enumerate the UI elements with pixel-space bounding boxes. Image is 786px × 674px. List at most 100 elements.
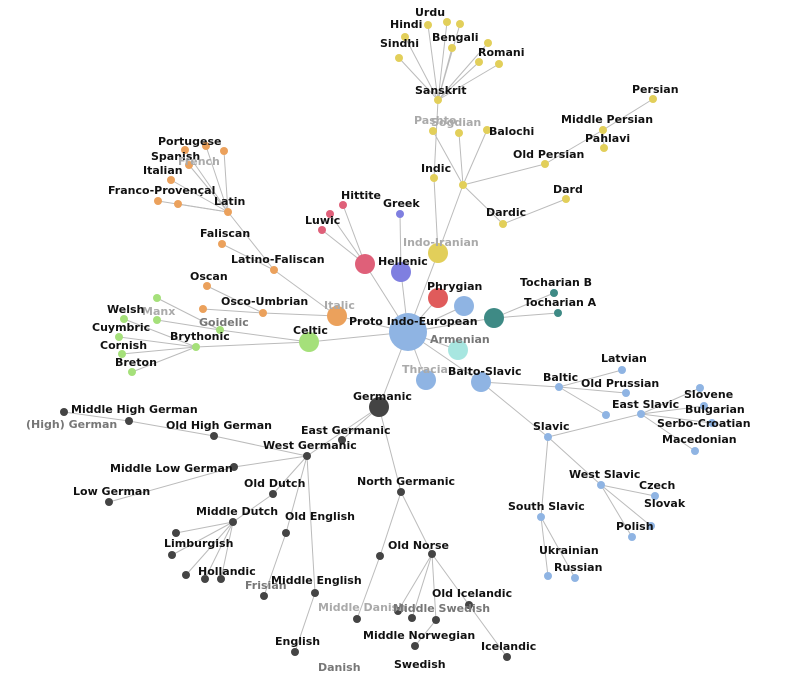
node-skt_a[interactable]: [443, 18, 451, 26]
node-germanic[interactable]: [369, 397, 389, 417]
node-russian[interactable]: [571, 574, 579, 582]
node-eastgermanic[interactable]: [338, 436, 346, 444]
node-portugese[interactable]: [181, 146, 189, 154]
node-skt_d[interactable]: [495, 60, 503, 68]
node-persian[interactable]: [649, 95, 657, 103]
node-middlelowgerman[interactable]: [230, 463, 238, 471]
node-middlehighgerman[interactable]: [125, 417, 133, 425]
node-francoprovencal[interactable]: [174, 200, 182, 208]
node-polish[interactable]: [628, 533, 636, 541]
node-thracian[interactable]: [416, 370, 436, 390]
node-hittite[interactable]: [339, 201, 347, 209]
node-tocharian[interactable]: [484, 308, 504, 328]
node-lowgerman[interactable]: [105, 498, 113, 506]
node-middlepersian[interactable]: [599, 126, 607, 134]
node-icelandic[interactable]: [503, 653, 511, 661]
node-armenian[interactable]: [448, 340, 468, 360]
node-pahlavi[interactable]: [600, 144, 608, 152]
node-french[interactable]: [202, 142, 210, 150]
node-tocharianb[interactable]: [550, 289, 558, 297]
node-manx[interactable]: [153, 316, 161, 324]
node-gaelic[interactable]: [153, 294, 161, 302]
node-goidelic[interactable]: [216, 326, 224, 334]
node-latinofaliscan[interactable]: [270, 266, 278, 274]
node-balochi[interactable]: [483, 126, 491, 134]
node-eastslavic[interactable]: [637, 410, 645, 418]
node-lat_b[interactable]: [154, 197, 162, 205]
node-italian[interactable]: [167, 176, 175, 184]
node-danish[interactable]: [353, 615, 361, 623]
node-italic[interactable]: [327, 306, 347, 326]
node-anatolian[interactable]: [355, 254, 375, 274]
node-bulgarian[interactable]: [700, 402, 708, 410]
node-lat_a[interactable]: [220, 147, 228, 155]
node-urdu[interactable]: [424, 21, 432, 29]
node-dard[interactable]: [562, 195, 570, 203]
node-breton[interactable]: [128, 368, 136, 376]
node-oldhighgerman[interactable]: [210, 432, 218, 440]
node-phrygian[interactable]: [428, 288, 448, 308]
node-slovene[interactable]: [696, 384, 704, 392]
node-olddutch[interactable]: [269, 490, 277, 498]
node-celtic[interactable]: [299, 332, 319, 352]
node-romani[interactable]: [475, 58, 483, 66]
node-pie2[interactable]: [454, 296, 474, 316]
node-md_b[interactable]: [182, 571, 190, 579]
node-md_c[interactable]: [217, 575, 225, 583]
node-oscan[interactable]: [203, 282, 211, 290]
node-middleswedish[interactable]: [432, 616, 440, 624]
node-hellenic[interactable]: [391, 262, 411, 282]
node-dardic[interactable]: [499, 220, 507, 228]
node-sindhi[interactable]: [395, 54, 403, 62]
node-oldnorse[interactable]: [428, 550, 436, 558]
node-hindi[interactable]: [401, 33, 409, 41]
node-middledutch[interactable]: [229, 518, 237, 526]
node-umbrian[interactable]: [199, 305, 207, 313]
node-anat_a[interactable]: [318, 226, 326, 234]
node-slovak[interactable]: [647, 522, 655, 530]
node-highgerman[interactable]: [60, 408, 68, 416]
node-northgermanic[interactable]: [397, 488, 405, 496]
node-middlenorwegian[interactable]: [394, 607, 402, 615]
node-luwic[interactable]: [326, 210, 334, 218]
node-baltoslavic[interactable]: [471, 372, 491, 392]
node-westslavic[interactable]: [597, 481, 605, 489]
node-sogdian[interactable]: [455, 129, 463, 137]
node-sanskrit[interactable]: [434, 96, 442, 104]
node-norwegian[interactable]: [408, 614, 416, 622]
node-faliscan[interactable]: [218, 240, 226, 248]
node-skt_b[interactable]: [456, 20, 464, 28]
node-oscoumbrian[interactable]: [259, 309, 267, 317]
node-middledanish[interactable]: [376, 552, 384, 560]
node-indoiranian[interactable]: [428, 243, 448, 263]
node-oldicelandic[interactable]: [465, 601, 473, 609]
node-welsh[interactable]: [120, 315, 128, 323]
node-czech[interactable]: [651, 492, 659, 500]
node-oldprussian[interactable]: [622, 389, 630, 397]
node-toochariana[interactable]: [554, 309, 562, 317]
node-oldenglish[interactable]: [282, 529, 290, 537]
node-frisian[interactable]: [260, 592, 268, 600]
node-iranian[interactable]: [459, 181, 467, 189]
node-ukrainian[interactable]: [544, 572, 552, 580]
node-cuymbric[interactable]: [115, 333, 123, 341]
node-slavic[interactable]: [544, 433, 552, 441]
node-pashto[interactable]: [429, 127, 437, 135]
node-indic[interactable]: [430, 174, 438, 182]
node-oldpersian[interactable]: [541, 160, 549, 168]
node-pie[interactable]: [389, 313, 427, 351]
node-swedish[interactable]: [411, 642, 419, 650]
node-hollandic[interactable]: [201, 575, 209, 583]
node-bengali[interactable]: [448, 44, 456, 52]
node-middleenglish[interactable]: [311, 589, 319, 597]
node-baltic[interactable]: [555, 383, 563, 391]
node-spanish[interactable]: [185, 161, 193, 169]
node-westgermanic[interactable]: [303, 452, 311, 460]
node-skt_c[interactable]: [484, 39, 492, 47]
node-limburgish[interactable]: [168, 551, 176, 559]
node-brythonic[interactable]: [192, 343, 200, 351]
node-md_a[interactable]: [172, 529, 180, 537]
node-southslavic[interactable]: [537, 513, 545, 521]
node-macedonian[interactable]: [691, 447, 699, 455]
node-latin[interactable]: [224, 208, 232, 216]
